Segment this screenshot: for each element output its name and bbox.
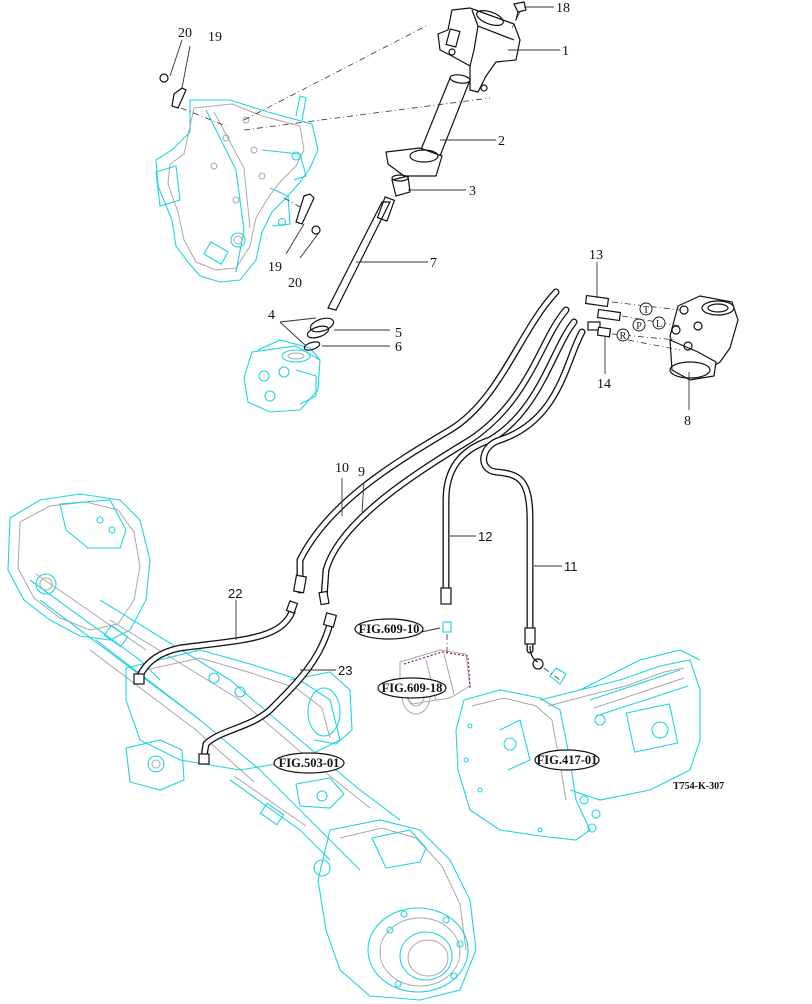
callout-12: 12 xyxy=(478,529,492,544)
fig-ref-417-01[interactable]: FIG.417-01 xyxy=(534,749,600,771)
column-tube xyxy=(385,74,471,177)
callout-4: 4 xyxy=(268,308,275,323)
callout-3: 3 xyxy=(469,184,476,199)
callout-22: 22 xyxy=(228,586,242,601)
transmission-housing xyxy=(455,649,701,841)
callouts: 1 2 3 4 5 6 7 8 9 10 11 12 13 14 18 19 1… xyxy=(178,1,691,678)
seal-kit xyxy=(303,317,335,351)
port-markers: T P L R xyxy=(616,302,666,342)
callout-20-upper: 20 xyxy=(178,26,192,41)
hose-22 xyxy=(133,600,299,685)
port-l: L xyxy=(652,316,666,330)
callout-18: 18 xyxy=(556,1,570,16)
callout-19-lower: 19 xyxy=(268,260,282,275)
steering-unit-ghost xyxy=(243,339,321,413)
callout-5: 5 xyxy=(395,326,402,341)
svg-text:P: P xyxy=(636,321,642,332)
callout-13: 13 xyxy=(589,248,603,263)
adapter-fittings xyxy=(584,294,622,338)
callout-8: 8 xyxy=(684,414,691,429)
drawing-code: T754-K-307 xyxy=(673,781,724,792)
callout-19-upper: 19 xyxy=(208,30,222,45)
port-p: P xyxy=(632,318,646,332)
hose-bundle xyxy=(292,288,586,681)
fig-ref-609-18[interactable]: FIG.609-18 xyxy=(377,677,447,699)
svg-text:FIG.417-01: FIG.417-01 xyxy=(537,753,598,767)
svg-text:FIG.503-01: FIG.503-01 xyxy=(279,756,340,770)
callout-1: 1 xyxy=(562,44,569,59)
bushing xyxy=(391,174,411,197)
port-t: T xyxy=(639,302,653,316)
callout-2: 2 xyxy=(498,134,505,149)
clip-19-upper xyxy=(159,73,187,109)
steering-shaft xyxy=(327,196,396,311)
svg-text:L: L xyxy=(656,319,662,330)
clip-19-lower xyxy=(295,193,321,235)
callout-11: 11 xyxy=(564,559,578,574)
callout-20-lower: 20 xyxy=(288,276,302,291)
port-r: R xyxy=(616,328,630,342)
callout-7: 7 xyxy=(430,256,437,271)
callout-10: 10 xyxy=(335,461,349,476)
svg-text:FIG.609-10: FIG.609-10 xyxy=(359,622,420,636)
svg-text:T: T xyxy=(643,305,649,316)
assembly-lines xyxy=(180,11,521,209)
port-lines xyxy=(611,301,681,351)
callout-6: 6 xyxy=(395,340,402,355)
hose-23 xyxy=(198,612,338,765)
leader-lines xyxy=(169,6,690,671)
figure-references: FIG.609-10 FIG.609-18 FIG.503-01 FIG.417… xyxy=(273,618,600,774)
column-support-bracket xyxy=(437,7,521,93)
callout-9: 9 xyxy=(358,465,365,480)
pedal-support-bracket xyxy=(155,95,319,283)
steering-control-unit xyxy=(669,295,739,381)
callout-23: 23 xyxy=(338,663,352,678)
svg-text:R: R xyxy=(620,331,627,342)
fig-ref-609-10[interactable]: FIG.609-10 xyxy=(354,618,424,640)
svg-text:FIG.609-18: FIG.609-18 xyxy=(382,681,443,695)
front-axle-housing xyxy=(7,493,477,1001)
bolt-18 xyxy=(513,1,527,21)
pump-fitting xyxy=(442,621,452,654)
callout-14: 14 xyxy=(597,377,611,392)
fig-ref-503-01[interactable]: FIG.503-01 xyxy=(273,752,345,774)
